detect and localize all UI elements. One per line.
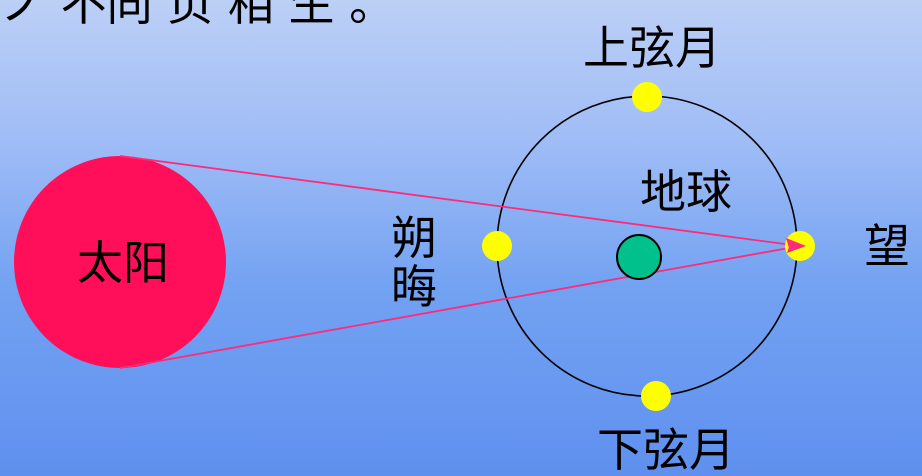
earth [616,234,662,280]
top-heading-cropped: ノ 不同 页 相 生 。 [0,0,395,31]
moon-new [482,231,512,261]
moon-last-quarter [641,381,671,411]
new-moon-label-hui: 晦 [391,260,437,314]
sun-ray-top [119,155,801,247]
moon-first-quarter [632,82,662,112]
ray-arrowhead-bottom [787,244,806,253]
earth-label: 地球 [640,165,732,219]
full-moon-label: 望 [864,219,910,273]
sun [14,156,226,368]
sun-ray-bottom [119,245,801,369]
new-moon-label-shuo: 朔 [391,211,437,265]
last-quarter-label: 下弦月 [597,423,735,476]
first-quarter-label: 上弦月 [583,21,721,75]
sun-label: 太阳 [77,236,169,290]
